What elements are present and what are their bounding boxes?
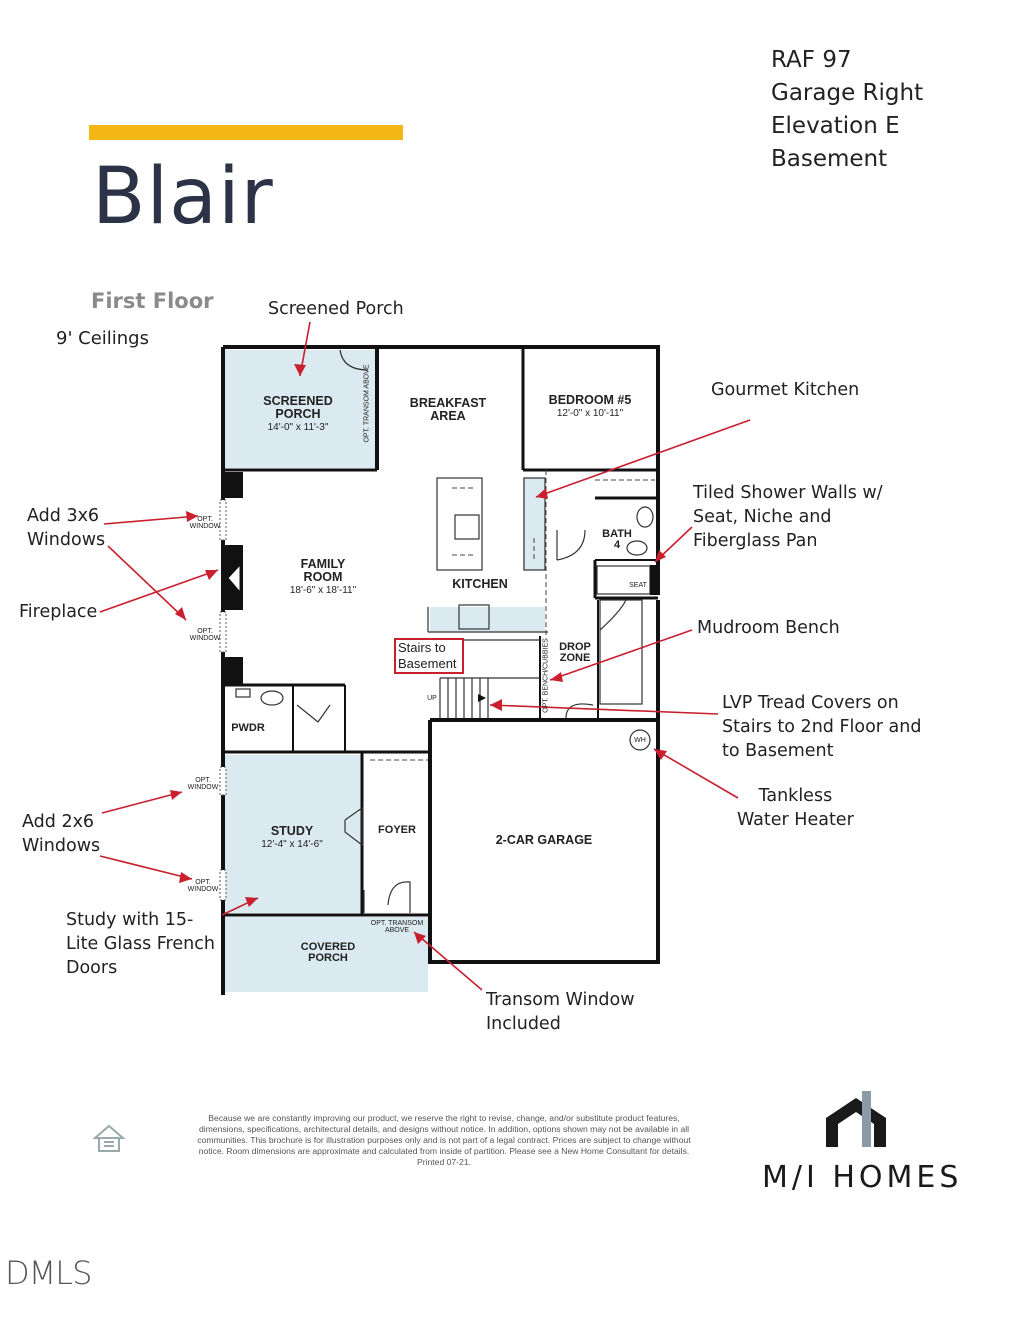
meta-line: Elevation E (771, 113, 900, 139)
island (436, 477, 483, 571)
room-study: STUDY 12'-4" x 14'-6" (261, 824, 323, 851)
stairs-up-label: UP (427, 695, 437, 702)
room-powder: PWDR (231, 722, 265, 734)
opt-window-label: OPT.WINDOW (189, 628, 221, 642)
water-heater (629, 729, 651, 751)
kitchen-counter-fill (523, 478, 545, 570)
garage-wall (428, 718, 660, 964)
room-bedroom-5: BEDROOM #5 12'-0" x 10'-11" (548, 393, 632, 420)
transom-vertical-label: OPT. TRANSOM ABOVE (363, 364, 371, 443)
stair-treads (439, 677, 540, 718)
plan-title: Blair (92, 152, 274, 242)
plan-meta: RAF 97 Garage Right Elevation E Basement (771, 44, 923, 176)
kitchen-counter-fill-2 (430, 607, 545, 632)
disclaimer: Because we are constantly improving our … (197, 1113, 691, 1167)
room-family: FAMILY ROOM 18'-6" x 18'-11" (289, 557, 357, 597)
room-bath-4: BATH 4 (602, 528, 632, 551)
meta-line: Basement (771, 146, 888, 172)
callout-gourmet-kitchen: Gourmet Kitchen (711, 380, 860, 400)
study-fill (225, 755, 361, 913)
brand-name: M/I HOMES (762, 1160, 963, 1195)
callout-mudroom-bench: Mudroom Bench (697, 618, 840, 638)
room-screened-porch: SCREENED PORCH 14'-0" x 11'-3" (263, 394, 333, 434)
opt-window-label: OPT.WINDOW (189, 516, 221, 530)
room-breakfast-area: BREAKFAST AREA (409, 396, 487, 423)
seat-label: SEAT (629, 582, 647, 589)
meta-line: RAF 97 (771, 47, 852, 73)
room-kitchen: KITCHEN (452, 577, 508, 591)
mls-watermark: DMLS (5, 1254, 92, 1292)
opt-window-label: OPT.WINDOW (187, 777, 219, 791)
room-drop-zone: DROP ZONE (559, 641, 591, 664)
callout-fireplace: Fireplace (19, 602, 98, 622)
floor-label: First Floor (91, 289, 214, 313)
water-heater-label: WH (634, 737, 646, 744)
ceilings-note: 9' Ceilings (56, 328, 149, 349)
meta-line: Garage Right (771, 80, 924, 106)
room-garage: 2-CAR GARAGE (495, 833, 593, 847)
callout-screened-porch: Screened Porch (268, 299, 404, 319)
stairs-to-basement-label: Stairs to Basement (394, 638, 464, 674)
room-foyer: FOYER (378, 824, 416, 836)
covered-porch-fill (225, 917, 428, 992)
outer-wall (223, 345, 660, 595)
bench-cubbies-label: OPT. BENCH/CUBBIES (542, 638, 550, 713)
room-covered-porch: COVERED PORCH (300, 941, 356, 964)
accent-bar (89, 125, 403, 140)
opt-window-label: OPT.WINDOW (187, 879, 219, 893)
